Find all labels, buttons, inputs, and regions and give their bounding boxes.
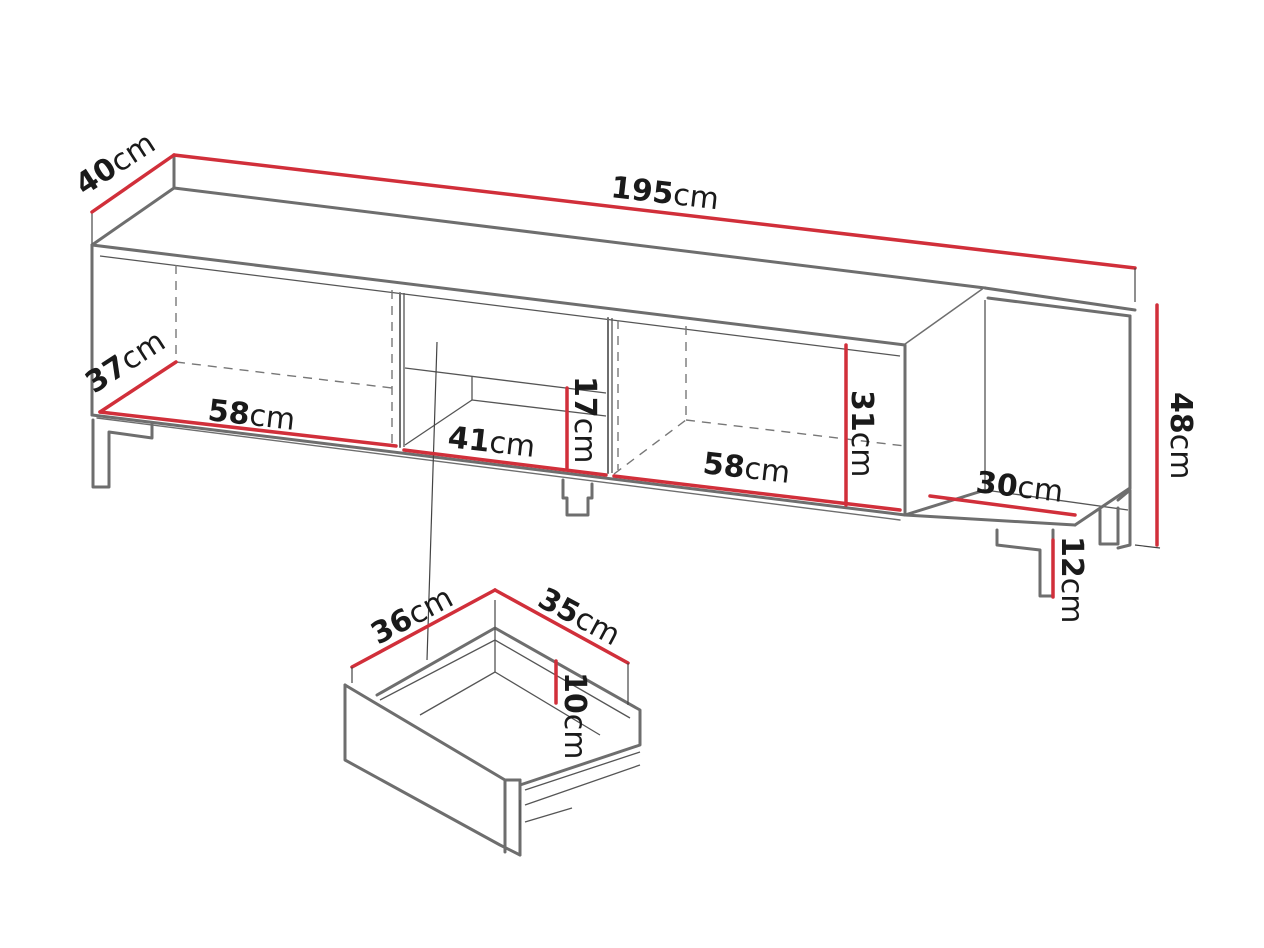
label-inner-height: 31cm	[844, 390, 879, 477]
drawer	[343, 341, 642, 857]
svg-text:10cm: 10cm	[557, 672, 592, 759]
svg-text:48cm: 48cm	[1163, 392, 1198, 479]
dimension-lines	[90, 153, 1161, 705]
svg-text:58cm: 58cm	[701, 446, 792, 491]
svg-text:12cm: 12cm	[1054, 536, 1089, 623]
cabinet-body	[90, 153, 1137, 527]
svg-text:17cm: 17cm	[567, 376, 602, 463]
svg-text:35cm: 35cm	[532, 581, 626, 653]
svg-text:36cm: 36cm	[365, 580, 459, 652]
label-height: 48cm	[1163, 392, 1198, 479]
label-left-shelf-width: 58cm	[206, 393, 297, 438]
label-mid-shelf-width: 41cm	[446, 420, 537, 465]
label-mid-open-height: 17cm	[567, 376, 602, 463]
svg-text:41cm: 41cm	[446, 420, 537, 465]
label-right-shelf-width: 58cm	[701, 446, 792, 491]
label-width: 195cm	[609, 170, 721, 217]
label-drawer-depth: 35cm	[532, 581, 626, 653]
label-drawer-width: 36cm	[365, 580, 459, 652]
label-depth: 40cm	[69, 126, 161, 203]
svg-text:195cm: 195cm	[609, 170, 721, 217]
label-drawer-height: 10cm	[557, 672, 592, 759]
label-leg-height: 12cm	[1054, 536, 1089, 623]
svg-text:31cm: 31cm	[844, 390, 879, 477]
svg-text:40cm: 40cm	[69, 126, 161, 203]
svg-text:30cm: 30cm	[974, 465, 1065, 510]
svg-text:58cm: 58cm	[206, 393, 297, 438]
label-open-shelf-width: 30cm	[974, 465, 1065, 510]
